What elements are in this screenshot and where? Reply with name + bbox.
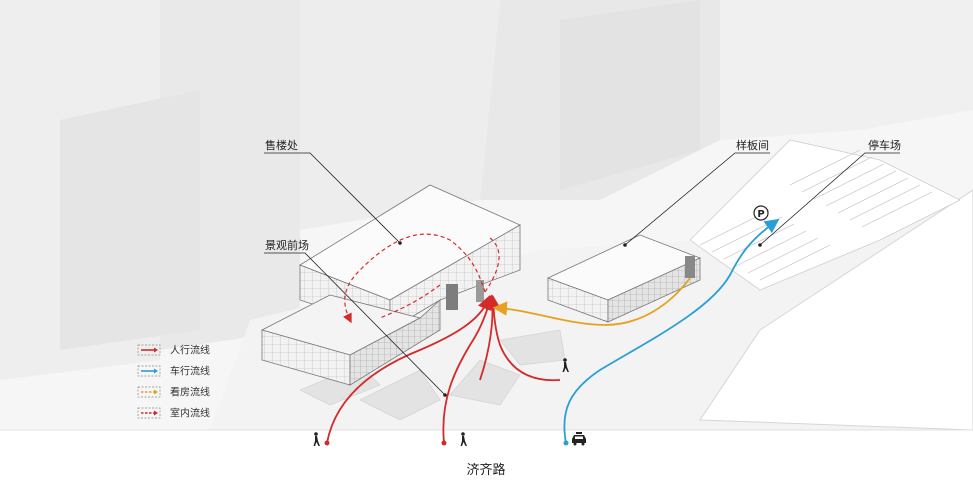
label-parking: 停车场 (868, 138, 901, 152)
vehicle-route (563, 218, 780, 444)
pedestrian-icon (313, 432, 320, 446)
taxi-icon (572, 432, 586, 446)
legend-label: 车行流线 (170, 365, 210, 378)
viewing-route (492, 277, 691, 326)
label-road: 济齐路 (466, 462, 505, 478)
legend-item: 人行流线 (137, 344, 210, 357)
legend-swatch-frame (137, 407, 161, 419)
parking-symbol: P (757, 209, 764, 220)
legend-arrow-icon (154, 368, 158, 374)
legend-swatch-frame (137, 365, 161, 377)
legend-item: 车行流线 (137, 365, 210, 378)
show-unit-building (546, 234, 702, 323)
legend-item: 室内流线 (137, 407, 210, 420)
callout-dots (398, 241, 762, 397)
legend-arrow-icon (154, 347, 158, 353)
legend-arrow-icon (154, 410, 158, 416)
legend-arrow-icon (154, 389, 158, 395)
callout-leaders (264, 152, 900, 396)
legend-swatch-frame (137, 386, 161, 398)
sales-office-building (260, 184, 521, 386)
parking-icon: P (753, 205, 769, 221)
route-start-points (324, 440, 569, 446)
parking-lot (689, 139, 961, 291)
pedestrian-icon (460, 432, 467, 446)
legend-label: 室内流线 (170, 407, 210, 420)
legend-swatch-frame (137, 344, 161, 356)
label-show-unit: 样板间 (736, 138, 769, 152)
legend-label: 人行流线 (170, 344, 210, 357)
label-sales-office: 售楼处 (265, 138, 298, 152)
indoor-circulation-route (343, 233, 500, 324)
label-landscape-plaza: 景观前场 (265, 238, 309, 252)
pedestrian-icon (562, 358, 569, 372)
legend-label: 看房流线 (170, 386, 210, 399)
legend-item: 看房流线 (137, 386, 210, 399)
